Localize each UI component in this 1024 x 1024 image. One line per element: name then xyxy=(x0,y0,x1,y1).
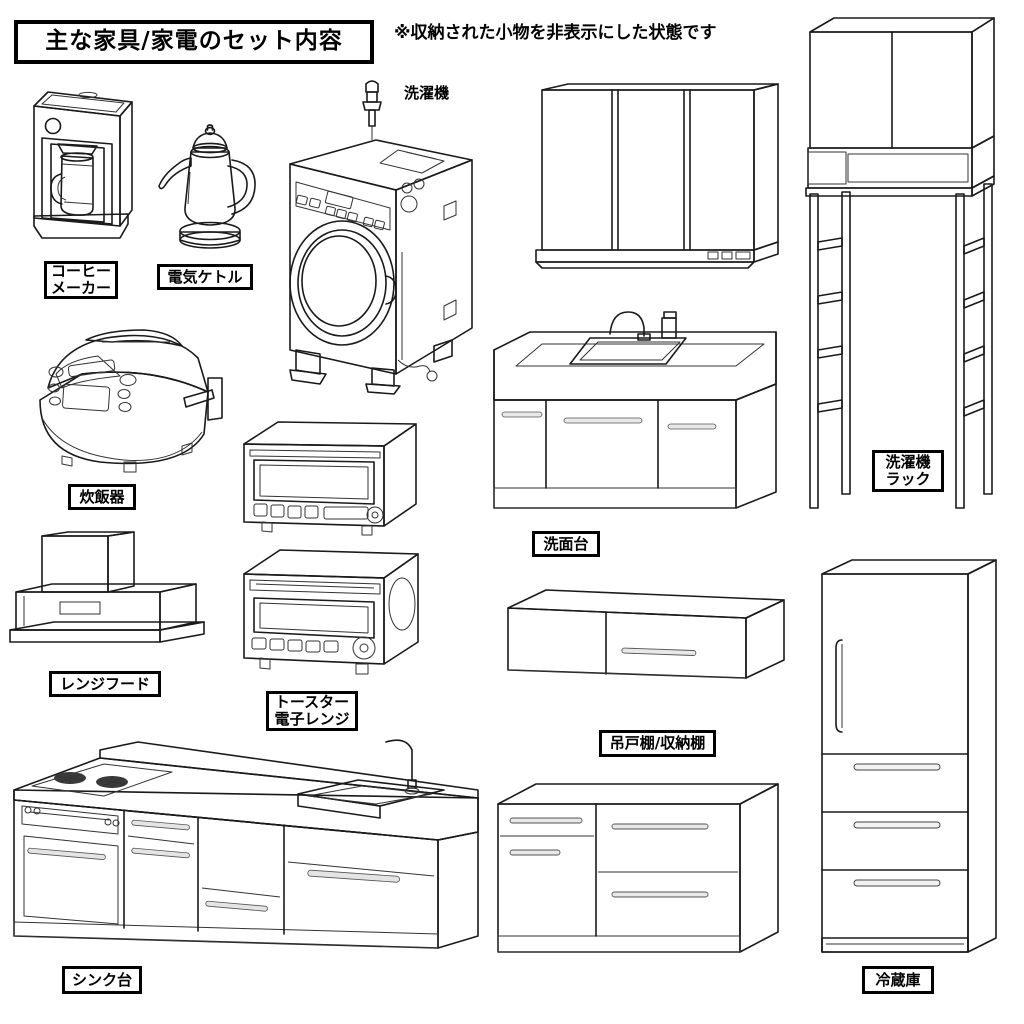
label-coffee-maker: コーヒー メーカー xyxy=(44,261,118,299)
label-sink-counter: シンク台 xyxy=(62,966,142,994)
label-line: 洗濯機 xyxy=(885,453,931,472)
label-range-hood: レンジフード xyxy=(49,671,161,697)
sink-counter-illustration xyxy=(8,736,488,966)
washing-machine-illustration xyxy=(276,78,491,395)
label-line: 吊戸棚/収納棚 xyxy=(609,734,706,753)
page-title: 主な家具/家電のセット内容 xyxy=(45,28,343,55)
label-line: 洗面台 xyxy=(543,534,589,553)
wall-cabinet-illustration xyxy=(498,582,788,702)
label-toaster-microwave: トースター 電子レンジ xyxy=(266,691,358,731)
range-hood-illustration xyxy=(8,530,228,655)
label-line: メーカー xyxy=(51,279,112,297)
label-line: ラック xyxy=(885,470,931,488)
mirror-cabinet-illustration xyxy=(492,82,782,282)
label-line: レンジフード xyxy=(59,674,150,693)
header-note: ※収納された小物を非表示にした状態です xyxy=(394,23,717,43)
label-washer-rack: 洗濯機 ラック xyxy=(872,450,944,492)
label-line: 炊飯器 xyxy=(79,487,125,506)
label-line: 洗濯機 xyxy=(404,84,450,102)
label-electric-kettle: 電気ケトル xyxy=(157,264,253,290)
label-vanity: 洗面台 xyxy=(532,531,600,557)
label-line: 冷蔵庫 xyxy=(875,970,921,989)
washer-rack-illustration xyxy=(796,14,1016,519)
label-refrigerator: 冷蔵庫 xyxy=(862,966,934,994)
label-line: 電子レンジ xyxy=(274,710,350,728)
microwave-illustration xyxy=(236,546,426,686)
vanity-illustration xyxy=(486,288,786,518)
page-title-box: 主な家具/家電のセット内容 xyxy=(14,20,374,64)
label-washing-machine: 洗濯機 xyxy=(404,82,449,103)
toaster-oven-illustration xyxy=(238,418,423,543)
refrigerator-illustration xyxy=(812,558,1012,970)
base-cabinet-illustration xyxy=(490,768,790,968)
electric-kettle-illustration xyxy=(148,112,268,252)
label-rice-cooker: 炊飯器 xyxy=(68,484,136,510)
label-line: シンク台 xyxy=(71,970,132,989)
coffee-maker-illustration xyxy=(28,78,143,253)
label-line: トースター xyxy=(274,693,350,712)
label-wall-cabinet: 吊戸棚/収納棚 xyxy=(599,730,716,757)
rice-cooker-illustration xyxy=(32,322,232,477)
label-line: コーヒー xyxy=(51,262,112,281)
label-line: 電気ケトル xyxy=(167,267,243,286)
